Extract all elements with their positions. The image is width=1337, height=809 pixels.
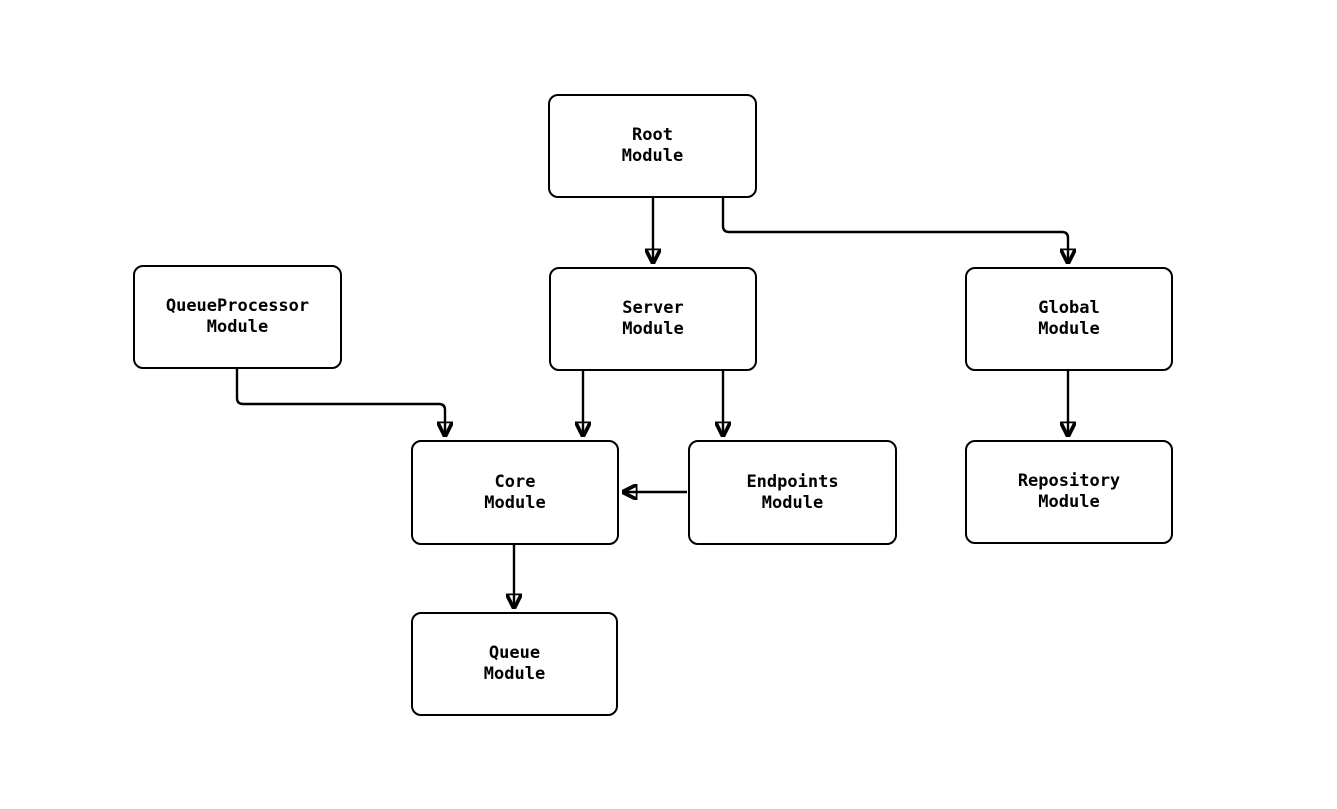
node-repository-module: Repository Module	[965, 440, 1173, 544]
node-core-module-label: Core Module	[484, 471, 546, 513]
node-global-module-label: Global Module	[1038, 298, 1100, 339]
node-queueprocessor-module: QueueProcessor Module	[133, 265, 342, 369]
edge-queueprocessor-to-core	[235, 369, 445, 437]
edge-root-to-global	[721, 198, 1068, 264]
node-root-module: Root Module	[548, 94, 757, 198]
node-queue-module: Queue Module	[411, 612, 618, 716]
node-global-module: Global Module	[965, 267, 1173, 371]
node-core-module: Core Module	[411, 440, 619, 545]
node-root-module-label: Root Module	[621, 125, 684, 166]
node-endpoints-module-label: Endpoints Module	[746, 471, 839, 513]
node-repository-module-label: Repository Module	[1017, 471, 1121, 512]
node-endpoints-module: Endpoints Module	[688, 440, 897, 545]
node-server-module-label: Server Module	[622, 298, 684, 339]
node-queueprocessor-module-label: QueueProcessor Module	[165, 296, 310, 337]
node-server-module: Server Module	[549, 267, 757, 371]
node-queue-module-label: Queue Module	[483, 643, 546, 684]
